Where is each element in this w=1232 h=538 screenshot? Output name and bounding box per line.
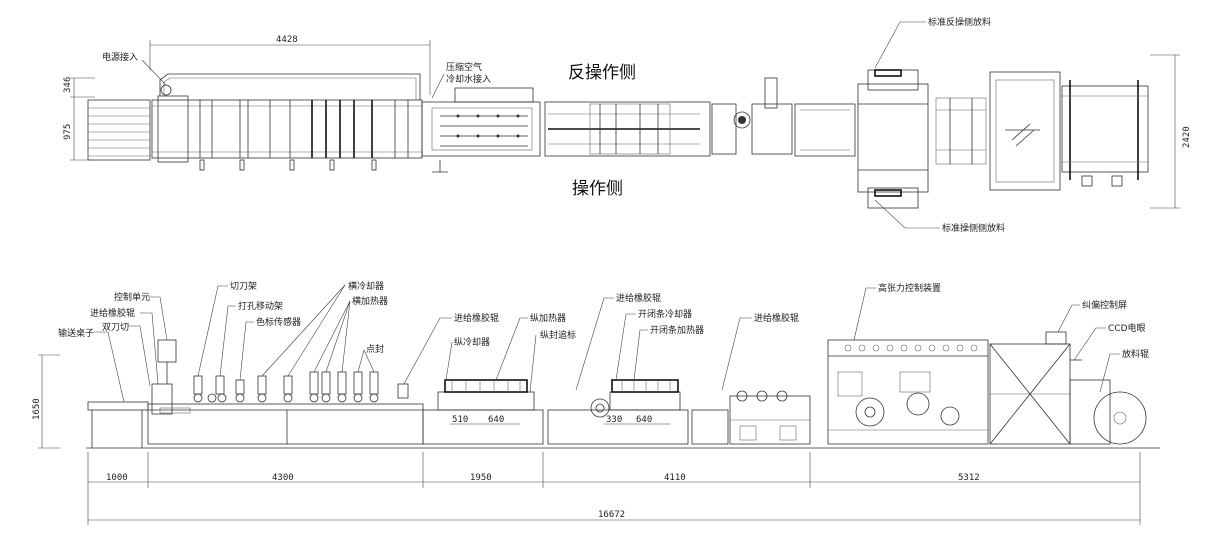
side-height-dimension: 1650 [32,354,60,449]
svg-text:进给橡胶辊: 进给橡胶辊 [454,312,499,324]
svg-text:压缩空气冷却水接入: 压缩空气冷却水接入 [446,61,491,85]
side-label-zip-heater: 开闭条加热器 [633,324,704,381]
top-width-dimension: 2420 [1150,54,1192,209]
side-dim-510: 510 [452,415,468,425]
svg-text:纵冷却器: 纵冷却器 [454,336,490,348]
svg-text:高张力控制装置: 高张力控制装置 [878,282,941,294]
side-label-ccd-eye: CCD电眼 [1073,322,1146,361]
side-label-long-heater: 纵加热器 [495,312,566,381]
svg-text:控制单元: 控制单元 [114,291,150,303]
side-label-feed-roller-2: 进给橡胶辊 [403,312,499,385]
svg-text:纵加热器: 纵加热器 [530,312,566,324]
top-length-value: 4428 [276,35,298,45]
seg-4110: 4110 [664,473,686,483]
side-label-feed-roller-3: 进给橡胶辊 [575,292,661,391]
top-feed-roll-section [711,77,856,157]
side-unwind-frame [989,331,1147,445]
svg-text:标准操侧侧放料: 标准操侧侧放料 [942,222,1005,234]
side-conveyor-table [87,401,149,448]
side-label-cross-heater: 横加热器 [313,295,388,373]
side-label-control-unit: 控制单元 [114,291,168,341]
seg-4300: 4300 [272,473,294,483]
svg-text:色标传感器: 色标传感器 [256,316,301,328]
top-tension-section [857,69,987,209]
top-view: 4428 346 975 [63,16,1192,234]
side-label-long-seal-track: 纵封追标 [529,329,576,393]
side-label-color-sensor: 色标传感器 [239,316,301,381]
side-label-zip-cooler: 开闭条冷却器 [615,308,692,381]
top-conveyor-table [87,99,151,161]
side-segment-dimensions: 1000 4300 1950 4110 5312 16672 [87,452,1141,525]
side-label-epc-screen: 纠偏控制屏 [1057,299,1127,333]
top-label-std-op-unwind: 标准操侧侧放料 [874,199,1005,234]
svg-text:进给橡胶辊: 进给橡胶辊 [754,312,799,324]
air-line: 压缩空气 [446,61,482,73]
side-dim-640b: 640 [636,415,652,425]
svg-text:横加热器: 横加热器 [352,295,388,307]
side-label-spot-seal: 点封 [357,343,384,373]
svg-text:标准反操侧放料: 标准反操侧放料 [928,16,991,28]
top-dim-975: 975 [63,124,73,140]
top-zipper-section [544,101,711,157]
side-tension-device [827,339,989,445]
svg-text:电源接入: 电源接入 [102,51,138,63]
seg-5312: 5312 [958,473,980,483]
top-dim-346: 346 [63,77,73,93]
svg-text:放料辊: 放料辊 [1122,348,1149,360]
side-label-cross-cooler: 横冷却器 [261,280,384,377]
top-label-opposite-side: 反操作侧 [568,63,636,83]
svg-text:输送桌子: 输送桌子 [58,327,94,339]
svg-text:开闭条冷却器: 开闭条冷却器 [638,308,692,320]
side-label-unwind-roller: 放料辊 [1099,348,1149,393]
top-label-std-opp-unwind: 标准反操侧放料 [874,16,991,69]
side-label-tension-ctrl: 高张力控制装置 [853,282,941,341]
svg-text:进给橡胶辊: 进给橡胶辊 [90,307,135,319]
side-label-double-knife: 双刀切 [102,322,151,387]
side-dim-330: 330 [606,415,622,425]
side-cutting-stations [193,371,409,403]
svg-text:打孔移动架: 打孔移动架 [238,300,283,312]
side-label-punch-frame: 打孔移动架 [219,300,283,377]
svg-text:进给橡胶辊: 进给橡胶辊 [616,292,661,304]
svg-text:双刀切: 双刀切 [102,322,129,333]
total-16672: 16672 [598,510,625,520]
water-line: 冷却水接入 [446,73,491,85]
side-label-feed-roller-4: 进给橡胶辊 [721,312,799,391]
top-label-power: 电源接入 [102,51,167,86]
side-height-value: 1650 [32,398,42,420]
side-label-conveyor-table: 输送桌子 [58,327,125,403]
side-label-long-cooler: 纵冷却器 [445,336,490,381]
side-control-unit [151,339,177,415]
top-length-dimension: 4428 [149,35,431,95]
side-cutting-base [147,403,424,445]
seg-1000: 1000 [106,473,128,483]
top-unwind-stand [989,71,1149,191]
top-left-dimensions: 346 975 [63,77,95,161]
top-long-seal-section [421,87,541,173]
top-width-value: 2420 [1182,126,1192,148]
side-label-cutter-frame: 切刀架 [197,281,257,377]
side-zipper-section: 330 640 [547,379,689,445]
svg-text:纠偏控制屏: 纠偏控制屏 [1082,299,1127,311]
top-label-air-water: 压缩空气冷却水接入 [431,61,491,99]
svg-text:纵封追标: 纵封追标 [540,329,576,341]
top-cutting-section [151,84,423,171]
side-feed-roll-section [691,390,811,445]
svg-text:切刀架: 切刀架 [230,281,257,292]
top-label-operator-side: 操作侧 [572,179,623,199]
top-cable-duct [159,73,421,100]
side-view: 1650 [32,280,1160,525]
seg-1950: 1950 [470,473,492,483]
svg-text:点封: 点封 [366,343,384,355]
side-label-feed-roller-1: 进给橡胶辊 [90,307,159,385]
svg-text:开闭条加热器: 开闭条加热器 [650,324,704,336]
svg-text:CCD电眼: CCD电眼 [1108,322,1146,334]
side-dim-640a: 640 [488,415,504,425]
side-long-seal-section: 510 640 [422,379,544,445]
svg-text:横冷却器: 横冷却器 [348,280,384,292]
